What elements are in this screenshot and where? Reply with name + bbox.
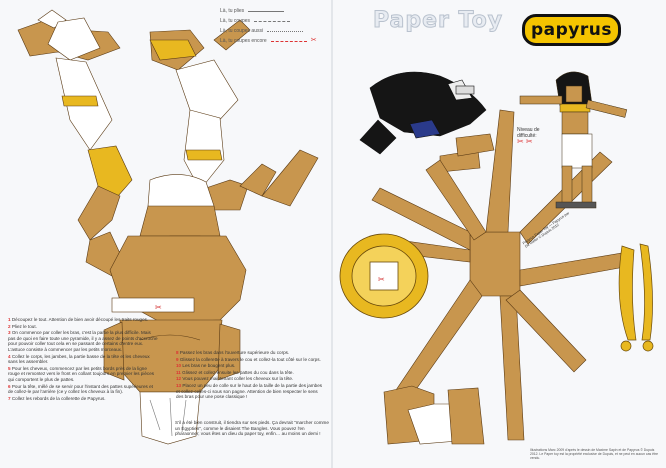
step: 9 Glissez la collerette à travers le cou… <box>176 356 321 362</box>
collar-piece <box>339 233 429 319</box>
step: 13 Placez un peu de colle sur le haut de… <box>176 382 323 400</box>
legend-cut-again: Là, tu coupes encore✂ <box>220 37 317 44</box>
instructions-left: 1 Découpez le tout. Attention de bien av… <box>8 317 158 402</box>
left-arm-piece <box>17 9 133 277</box>
cut-line-icon <box>254 20 291 22</box>
fan-pieces <box>618 243 654 352</box>
step: 8 Passez les bras dans l'ouverture supér… <box>176 350 290 355</box>
scissors-icon: ✂ <box>310 37 317 44</box>
face-pieces <box>439 133 495 173</box>
step: 1 Découpez le tout. Attention de bien av… <box>8 317 149 322</box>
wig-piece <box>359 71 487 155</box>
copyright-notice: Illustrations Marc 2009 d'après le dessi… <box>530 448 658 460</box>
body-piece <box>103 235 247 445</box>
legend-cut-also: Là, tu coupes aussi <box>220 26 317 36</box>
dotted-line-icon <box>267 30 304 32</box>
footer-note: S'il a été bien construit, il tiendra su… <box>175 420 329 437</box>
step: 6 Pour la tête, mêlé de se servir pour l… <box>8 383 153 395</box>
step: 12 Vous pouvez maintenant coller les che… <box>176 376 294 382</box>
step: 3 On commence par coller les bras, c'est… <box>8 330 158 352</box>
assembled-figure-photo <box>519 71 628 209</box>
scissors-icon: ✂ ✂ <box>517 137 533 146</box>
center-fold <box>331 0 333 468</box>
collar-scissors-icon: ✂ <box>378 275 385 284</box>
step: 11 Glissez et collez ensuite les pattes … <box>176 369 294 375</box>
difficulty-label: Niveau de difficulté: <box>517 127 540 139</box>
step: 4 Collez le corps, les jambes, la partie… <box>8 353 150 365</box>
step: 10 Les bras ne bougent plus. <box>176 363 236 369</box>
base-box-pieces <box>383 385 485 445</box>
brand-logo: papyrus <box>522 14 621 46</box>
right-arm-piece <box>149 19 319 211</box>
red-cut-line-icon <box>270 40 307 42</box>
step: 2 Pliez le tout. <box>8 323 37 329</box>
cutting-legend: Là, tu plies Là, tu coupes Là, tu coupes… <box>220 6 317 46</box>
legend-fold: Là, tu plies <box>220 6 317 16</box>
difficulty-indicator: Niveau de difficulté: ✂ ✂ <box>517 127 557 146</box>
step: 5 Pour les cheveux, commencez par les pe… <box>8 365 155 382</box>
step: 7 Collez les rebords de la collerette de… <box>8 395 106 401</box>
scissors-icon: ✂ <box>155 303 162 312</box>
page-title: Paper Toy <box>372 8 504 34</box>
instructions-right: 8 Passez les bras dans l'ouverture supér… <box>176 350 326 401</box>
fold-line-icon <box>248 10 285 12</box>
legend-cut: Là, tu coupes <box>220 16 317 26</box>
